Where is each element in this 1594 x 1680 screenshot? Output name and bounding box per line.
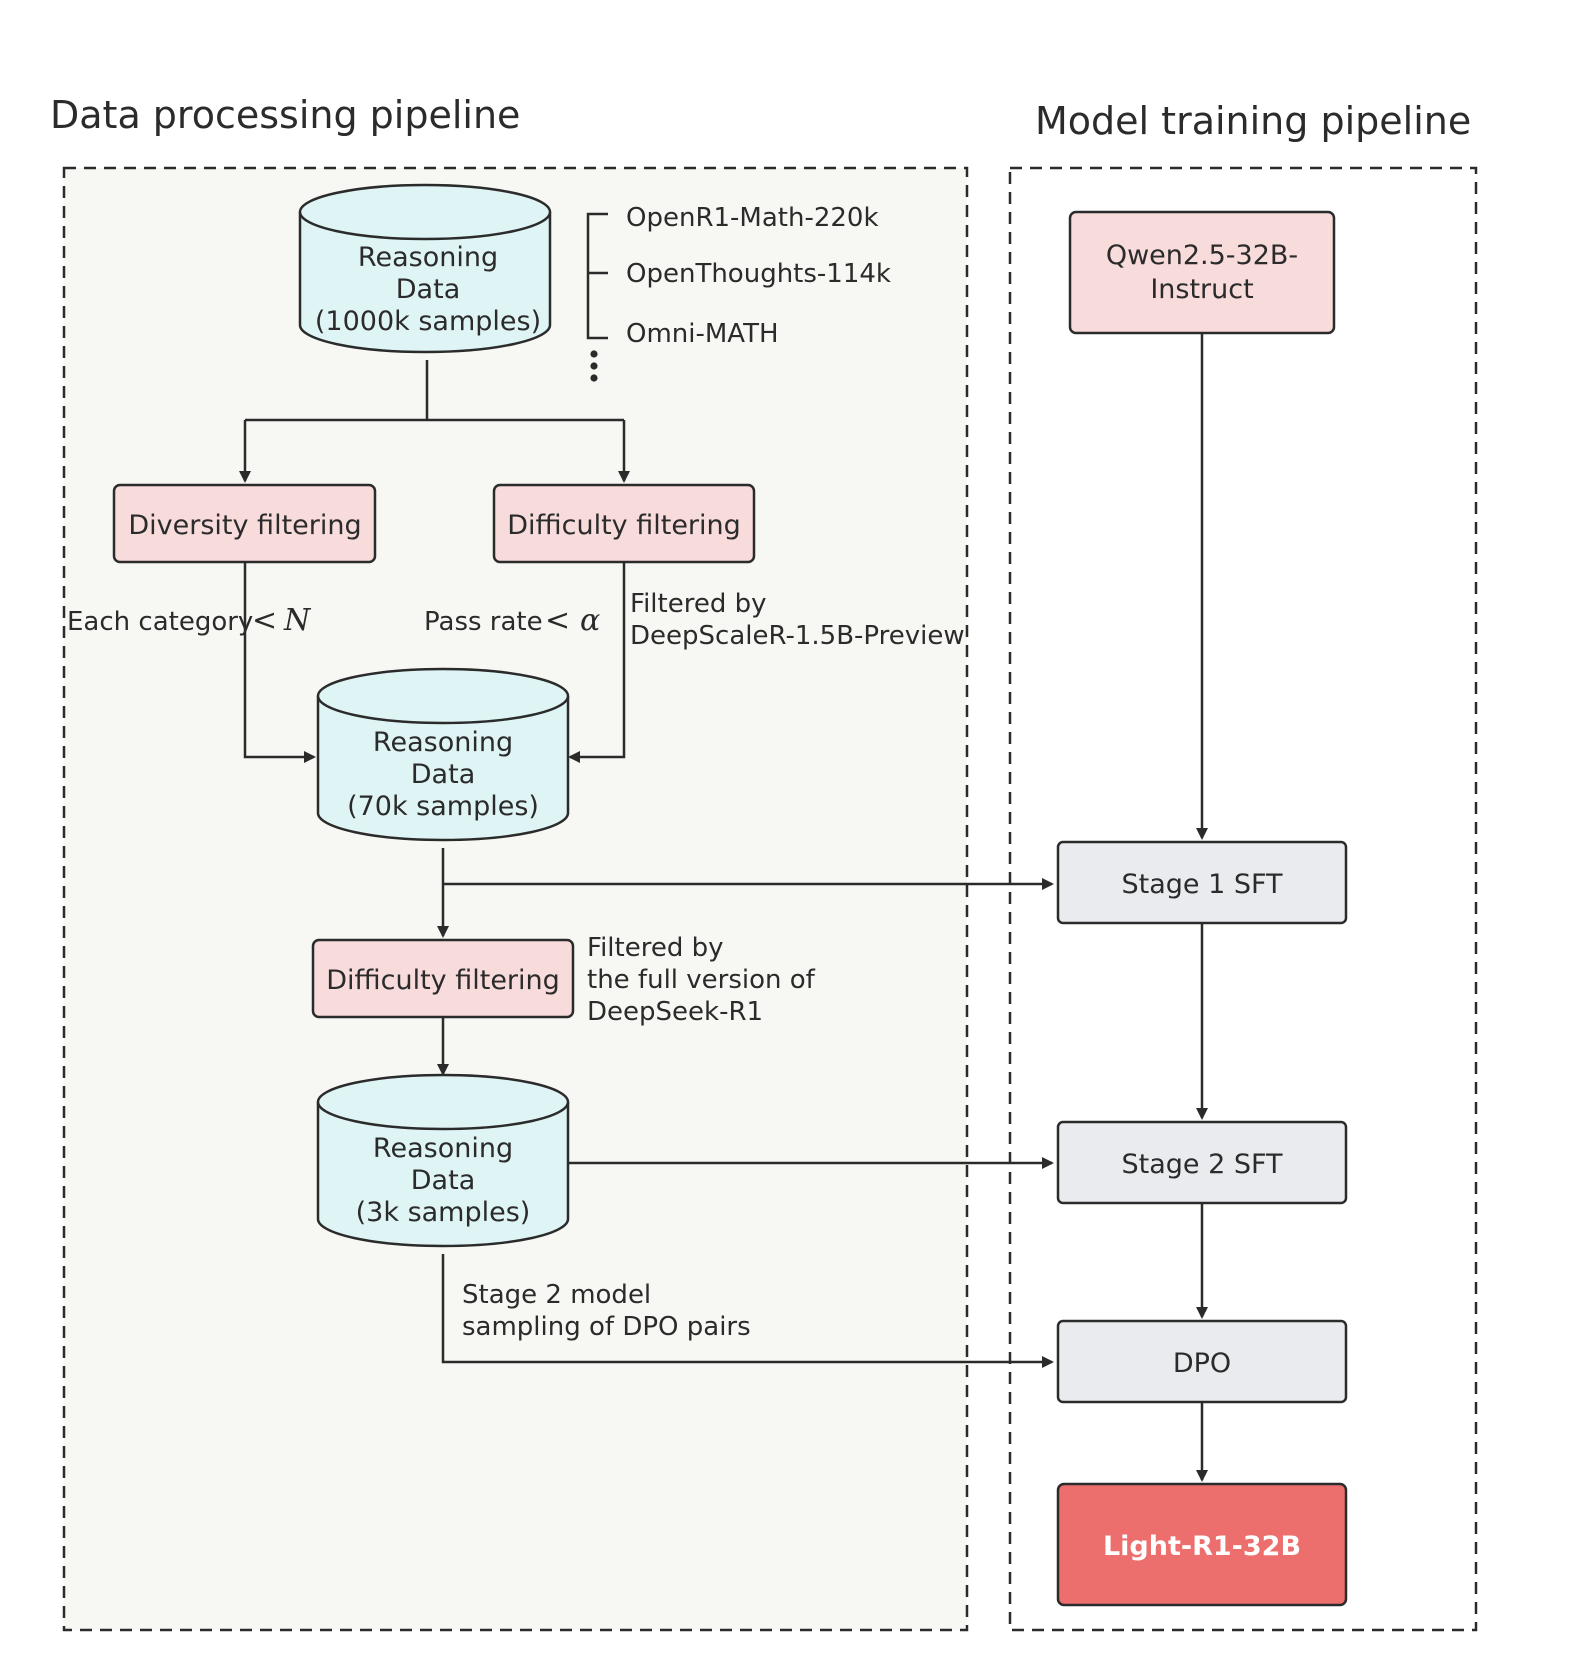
db3-line-3: (3k samples) [356, 1197, 531, 1228]
arrow-db3-to-dpo [441, 1254, 1054, 1368]
db2-line-3: (70k samples) [347, 791, 539, 822]
stage1-sft-box: Stage 1 SFT [1056, 840, 1348, 925]
dpo-sampling-note-line-2: sampling of DPO pairs [462, 1312, 751, 1342]
ellipsis-dot [590, 362, 598, 370]
ellipsis-dot [590, 374, 598, 382]
db1-line-1: Reasoning [358, 242, 498, 273]
each-category-condition: Each category [67, 607, 253, 637]
arrow-difficulty-to-db2 [568, 562, 626, 763]
db3-line-2: Data [411, 1165, 475, 1196]
less-than-symbol: < [545, 603, 570, 638]
stage2-label: Stage 2 SFT [1121, 1149, 1283, 1180]
db1-line-3: (1000k samples) [315, 306, 541, 337]
source-omni-math: Omni-MATH [626, 319, 779, 349]
data-pipeline-panel [62, 166, 969, 1632]
dpo-box: DPO [1056, 1319, 1348, 1404]
light-r1-32b-final-box: Light-R1-32B [1056, 1482, 1348, 1607]
diversity-filter-label: Diversity filtering [128, 510, 361, 541]
category-limit-n: N [283, 603, 312, 638]
filtered-by-note-1-line-1: Filtered by [630, 589, 766, 619]
stage2-sft-box: Stage 2 SFT [1056, 1120, 1348, 1205]
db2-line-2: Data [411, 759, 475, 790]
filtered-by-note-1-line-2: DeepScaleR-1.5B-Preview [630, 621, 965, 651]
data-pipeline-title: Data processing pipeline [50, 93, 520, 137]
reasoning-data-3k: Reasoning Data (3k samples) [316, 1073, 570, 1248]
stage1-label: Stage 1 SFT [1121, 869, 1283, 900]
filtered-by-note-2-line-2: the full version of [587, 965, 816, 995]
final-model-label: Light-R1-32B [1103, 1531, 1301, 1562]
less-than-symbol: < [252, 603, 277, 638]
dpo-label: DPO [1173, 1348, 1231, 1379]
pass-rate-alpha: α [580, 603, 600, 638]
base-model-line-1: Qwen2.5-32B- [1106, 240, 1298, 271]
db2-line-1: Reasoning [373, 727, 513, 758]
diversity-filter-box: Diversity filtering [112, 483, 377, 564]
difficulty-filter-2-label: Difficulty filtering [326, 965, 560, 996]
base-model-line-2: Instruct [1150, 274, 1253, 305]
difficulty-filter-box-2: Difficulty filtering [311, 938, 575, 1019]
difficulty-filter-box-1: Difficulty filtering [492, 483, 756, 564]
arrow-diversity-to-db2 [243, 562, 316, 763]
qwen-base-model-box: Qwen2.5-32B- Instruct [1068, 210, 1336, 335]
difficulty-filter-1-label: Difficulty filtering [507, 510, 741, 541]
sources-bracket [586, 212, 608, 382]
connector-db1-split [245, 360, 624, 422]
filtered-by-note-2-line-3: DeepSeek-R1 [587, 997, 763, 1027]
source-openr1: OpenR1-Math-220k [626, 203, 879, 233]
training-pipeline-title: Model training pipeline [1035, 99, 1471, 143]
dpo-sampling-note-line-1: Stage 2 model [462, 1280, 651, 1310]
ellipsis-dot [590, 350, 598, 358]
db3-line-1: Reasoning [373, 1133, 513, 1164]
reasoning-data-70k: Reasoning Data (70k samples) [316, 667, 570, 842]
pass-rate-condition: Pass rate [424, 607, 543, 637]
source-openthoughts: OpenThoughts-114k [626, 259, 891, 289]
db1-line-2: Data [396, 274, 460, 305]
filtered-by-note-2-line-1: Filtered by [587, 933, 723, 963]
reasoning-data-1000k: Reasoning Data (1000k samples) [298, 183, 552, 354]
